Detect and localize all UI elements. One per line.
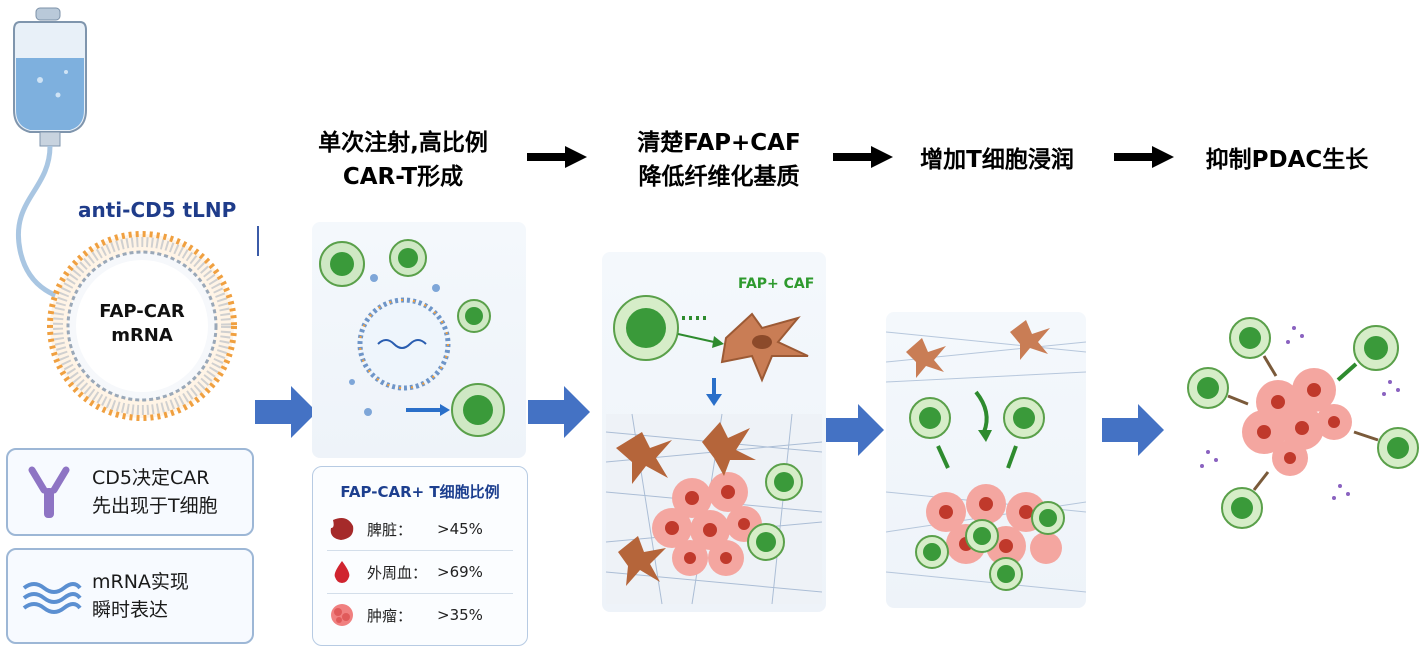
t-cell-icon: [1229, 317, 1271, 359]
blood-drop-icon: [334, 561, 350, 583]
mrna-wave-icon: [22, 582, 82, 614]
flow-arrow-3: [822, 404, 884, 456]
t-cell-icon: [915, 535, 949, 569]
t-cell-icon: [389, 239, 427, 277]
t-cell-icon: [765, 463, 803, 501]
ratio-value-tumor: >35%: [437, 606, 483, 624]
car-t-ratio-box: FAP-CAR+ T细胞比例 脾脏： >45% 外周血： >69% 肿瘤： >3…: [312, 466, 528, 646]
step-arrow-1: [527, 146, 587, 168]
t-cell-icon: [1377, 427, 1419, 469]
ratio-value-spleen: >45%: [437, 520, 483, 538]
t-cell-icon: [1003, 397, 1045, 439]
legend-mrna-line1: mRNA实现: [92, 571, 189, 593]
flow-arrow-1: [255, 386, 317, 438]
legend-cd5-line2: 先出现于T细胞: [92, 495, 218, 517]
t-cell-icon: [989, 557, 1023, 591]
tumor-suppression-illustration: [1187, 317, 1419, 529]
lnp-particle-icon: [47, 231, 237, 421]
iv-bag-icon: [13, 7, 87, 303]
step-arrow-2: [833, 146, 893, 168]
tumor-icon: [331, 604, 353, 626]
ratio-row-blood: 外周血： >69%: [313, 551, 527, 593]
lnp-core-text: FAP-CAR mRNA: [99, 301, 185, 346]
flow-arrow-4: [1102, 404, 1164, 456]
step3-title: 增加T细胞浸润: [920, 147, 1074, 173]
ratio-row-tumor: 肿瘤： >35%: [313, 594, 527, 636]
step1-title: 单次注射,高比例 CAR-T形成: [318, 130, 488, 190]
t-cell-icon: [1031, 501, 1065, 535]
t-cell-icon: [747, 523, 785, 561]
step4-title: 抑制PDAC生长: [1205, 147, 1369, 173]
ratio-title: FAP-CAR+ T细胞比例: [340, 483, 500, 501]
tumor-cluster: [1242, 368, 1352, 476]
caf-label: FAP+ CAF: [738, 276, 815, 292]
spleen-icon: [330, 518, 354, 540]
step2-title: 清楚FAP+CAF 降低纤维化基质: [637, 130, 801, 190]
t-cell-icon: [319, 241, 365, 287]
lnp-label: anti-CD5 tLNP: [78, 198, 237, 222]
car-t-cell-icon: [451, 383, 505, 437]
caf-clearance-illustration: [605, 295, 823, 605]
caf-cell-icon: [720, 312, 809, 383]
infiltration-illustration: [886, 320, 1086, 593]
car-t-cell-icon: [613, 295, 679, 361]
flow-arrow-2: [528, 386, 590, 438]
legend-mrna-line2: 瞬时表达: [92, 599, 169, 621]
legend-box-cd5: CD5决定CAR 先出现于T细胞: [6, 448, 254, 536]
ratio-value-blood: >69%: [437, 563, 483, 581]
t-cell-icon: [965, 519, 999, 553]
t-cell-icon: [1187, 367, 1229, 409]
step-arrow-3: [1114, 146, 1174, 168]
t-cell-icon: [457, 299, 491, 333]
t-cell-icon: [1353, 325, 1399, 371]
antibody-icon: [28, 466, 70, 518]
t-cell-icon: [1221, 487, 1263, 529]
injection-illustration: [319, 239, 505, 437]
legend-cd5-line1: CD5决定CAR: [92, 467, 210, 489]
t-cell-icon: [909, 397, 951, 439]
ratio-row-spleen: 脾脏： >45%: [313, 508, 527, 550]
lnp-divider: [257, 226, 259, 256]
legend-box-mrna: mRNA实现 瞬时表达: [6, 548, 254, 644]
